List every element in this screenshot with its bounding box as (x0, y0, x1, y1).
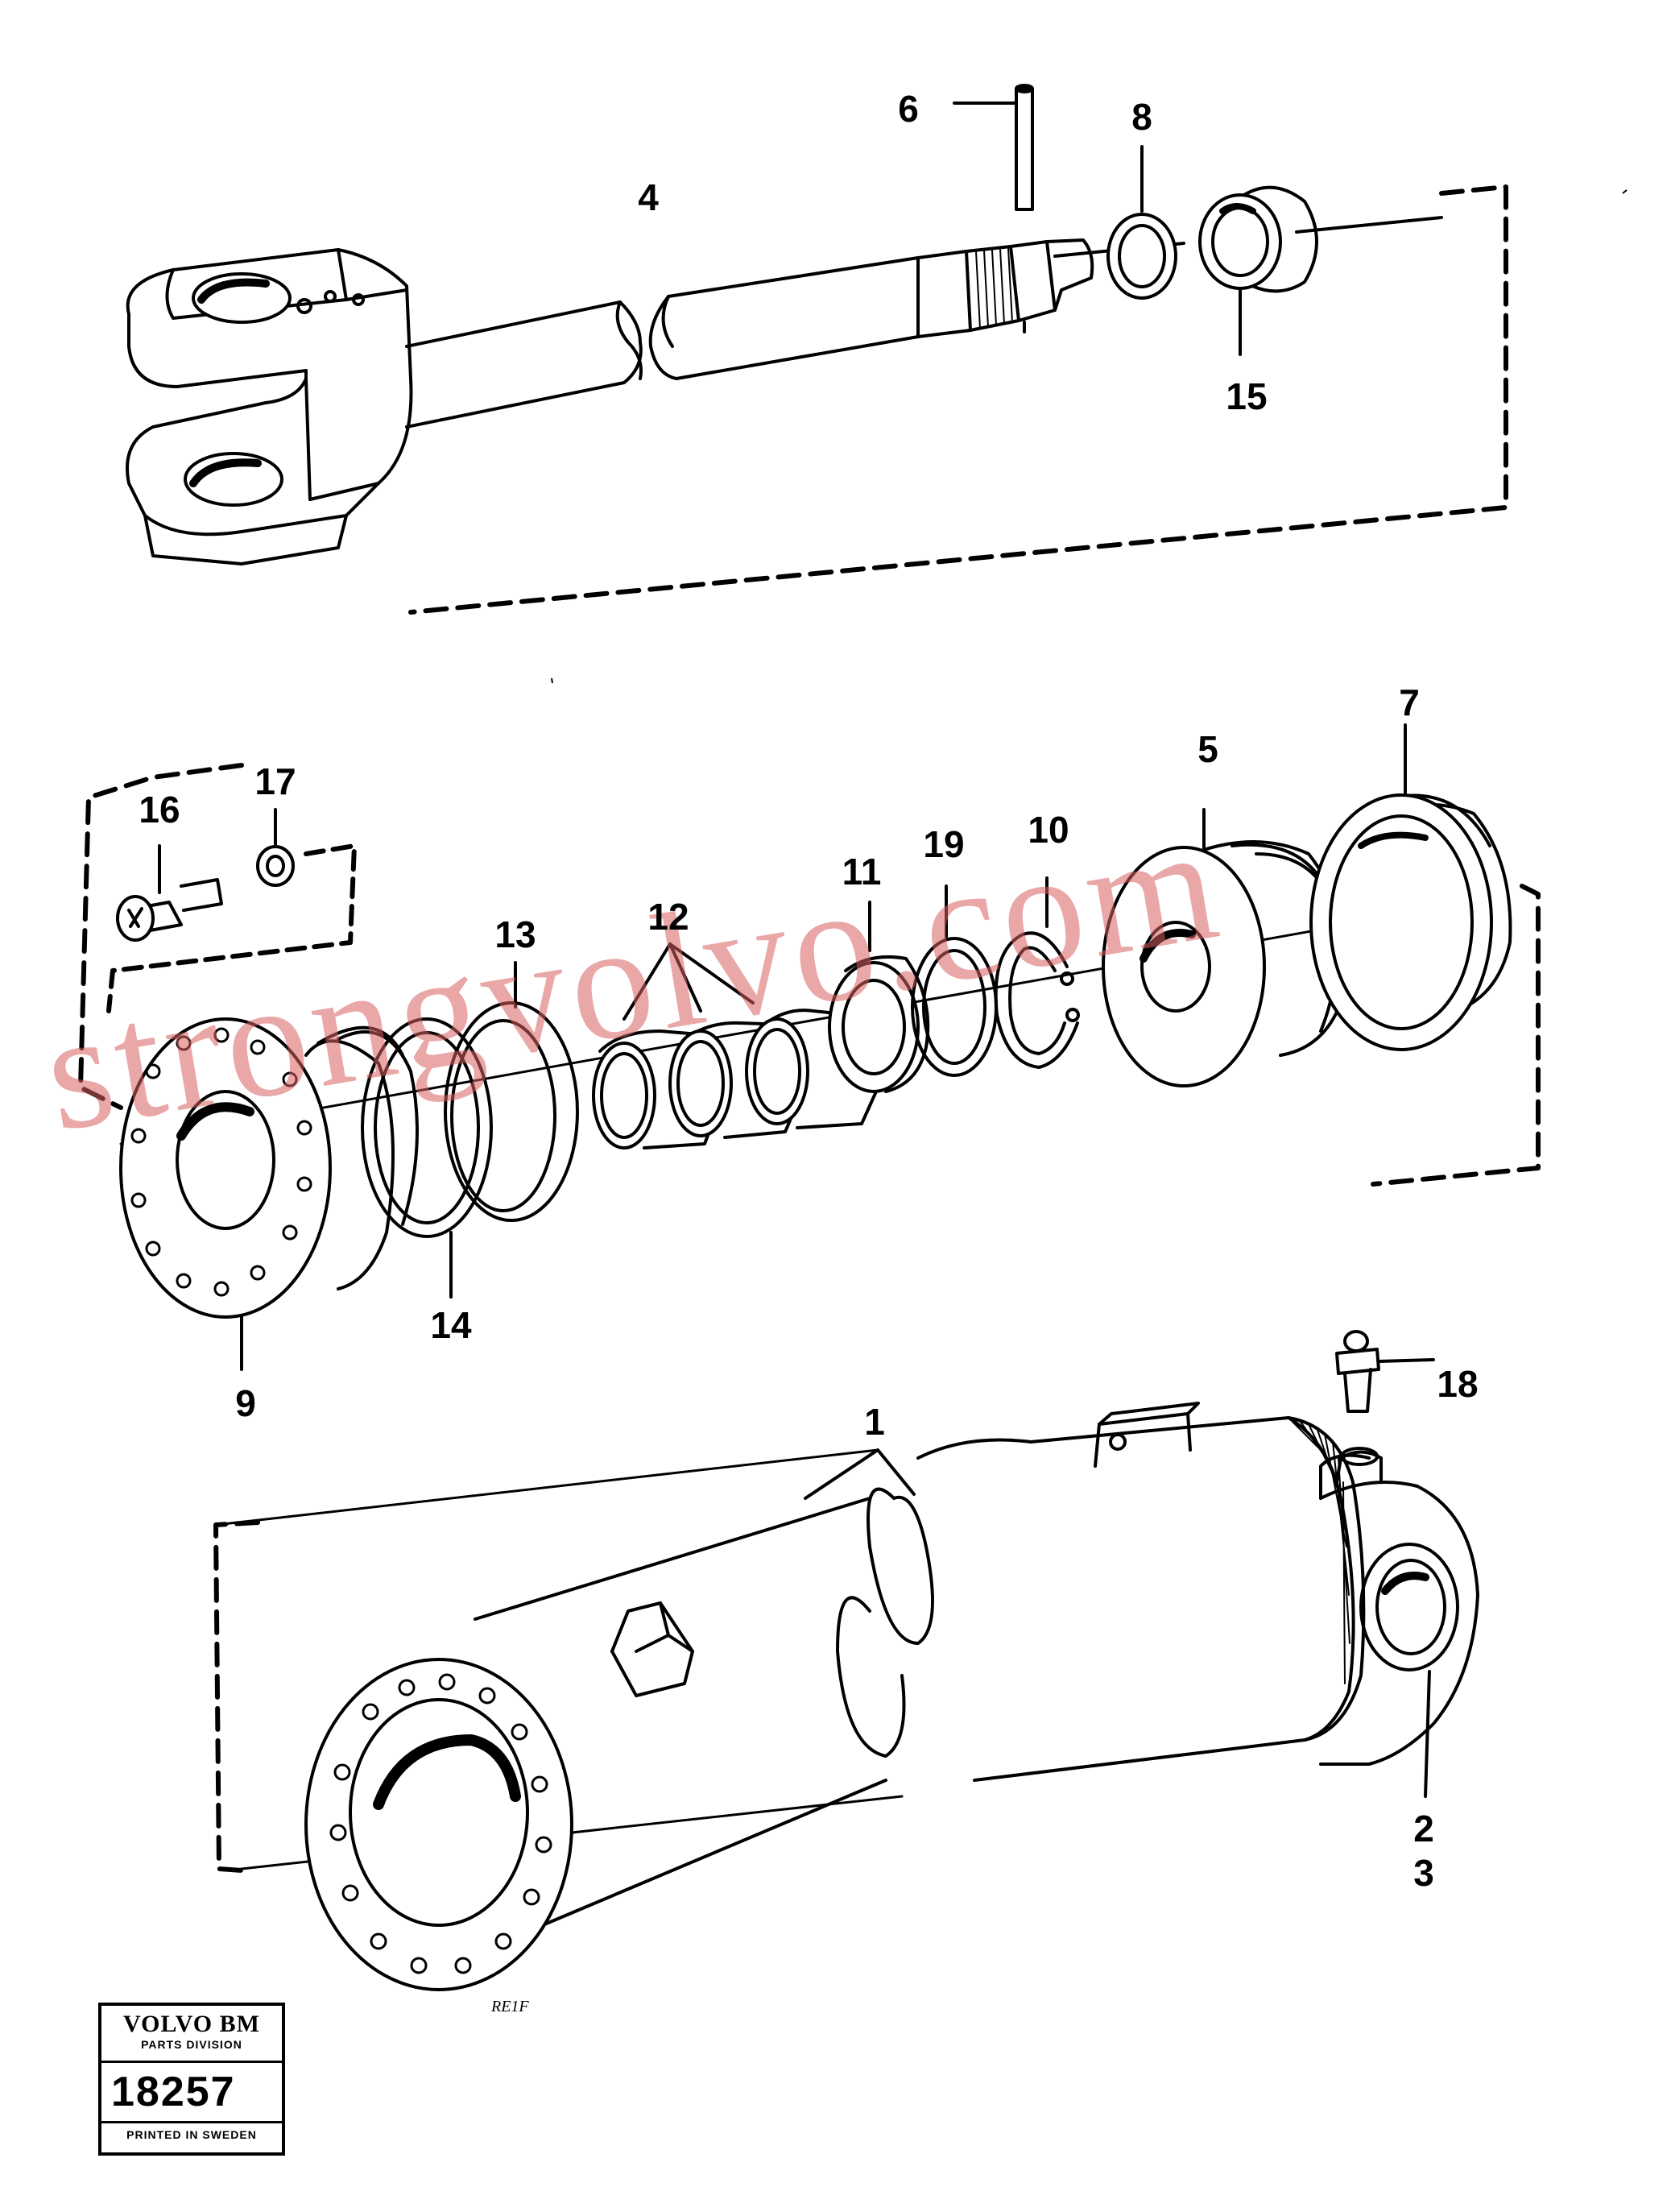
piston-rod-part-4 (126, 84, 1508, 615)
drafter-signature: RE1F (491, 1998, 529, 2015)
callout-16: 16 (139, 789, 180, 831)
volvo-bm-parts-plate: VOLVO BM PARTS DIVISION 18257 PRINTED IN… (98, 2003, 285, 2156)
ring-part-14 (361, 1017, 493, 1299)
callout-14: 14 (430, 1304, 472, 1346)
callout-15: 15 (1226, 375, 1268, 417)
callout-12: 12 (647, 896, 689, 938)
ring-part-13 (444, 961, 579, 1222)
washer-part-17 (256, 808, 295, 887)
callout-17: 17 (254, 760, 296, 802)
callout-9: 9 (235, 1382, 256, 1424)
plate-number: 18257 (101, 2061, 282, 2123)
callout-3: 3 (1413, 1852, 1434, 1894)
plate-printed: PRINTED IN SWEDEN (126, 2128, 257, 2141)
grease-nipple-part-18 (1335, 1330, 1435, 1413)
callout-10: 10 (1028, 809, 1069, 851)
callout-11: 11 (842, 851, 882, 893)
callout-5: 5 (1197, 728, 1218, 770)
cylinder-barrel-part-1 (213, 1330, 1479, 1991)
callout-18: 18 (1437, 1363, 1479, 1405)
callout-8: 8 (1131, 96, 1152, 138)
callout-2: 2 (1413, 1808, 1434, 1850)
ring-part-11 (828, 901, 930, 1093)
seal-part-15 (1198, 185, 1318, 356)
callout-7: 7 (1399, 681, 1420, 723)
plate-division: PARTS DIVISION (141, 2038, 242, 2051)
screw-part-16 (116, 844, 223, 942)
guide-ring-part-7 (1309, 723, 1512, 1051)
callout-13: 13 (494, 913, 536, 955)
callout-6: 6 (898, 88, 919, 130)
cylinder-head-part-9 (119, 1017, 419, 1371)
callout-19: 19 (923, 823, 965, 865)
callout-4: 4 (638, 176, 659, 218)
plate-brand: VOLVO BM (123, 2011, 260, 2037)
callout-1: 1 (864, 1401, 885, 1443)
piston-part-5 (1102, 808, 1348, 1087)
bushing-part-12 (592, 942, 879, 1149)
seal-ring-part-8 (1106, 145, 1177, 300)
piston-assembly (78, 723, 1541, 1371)
circlip-part-10 (994, 876, 1080, 1069)
